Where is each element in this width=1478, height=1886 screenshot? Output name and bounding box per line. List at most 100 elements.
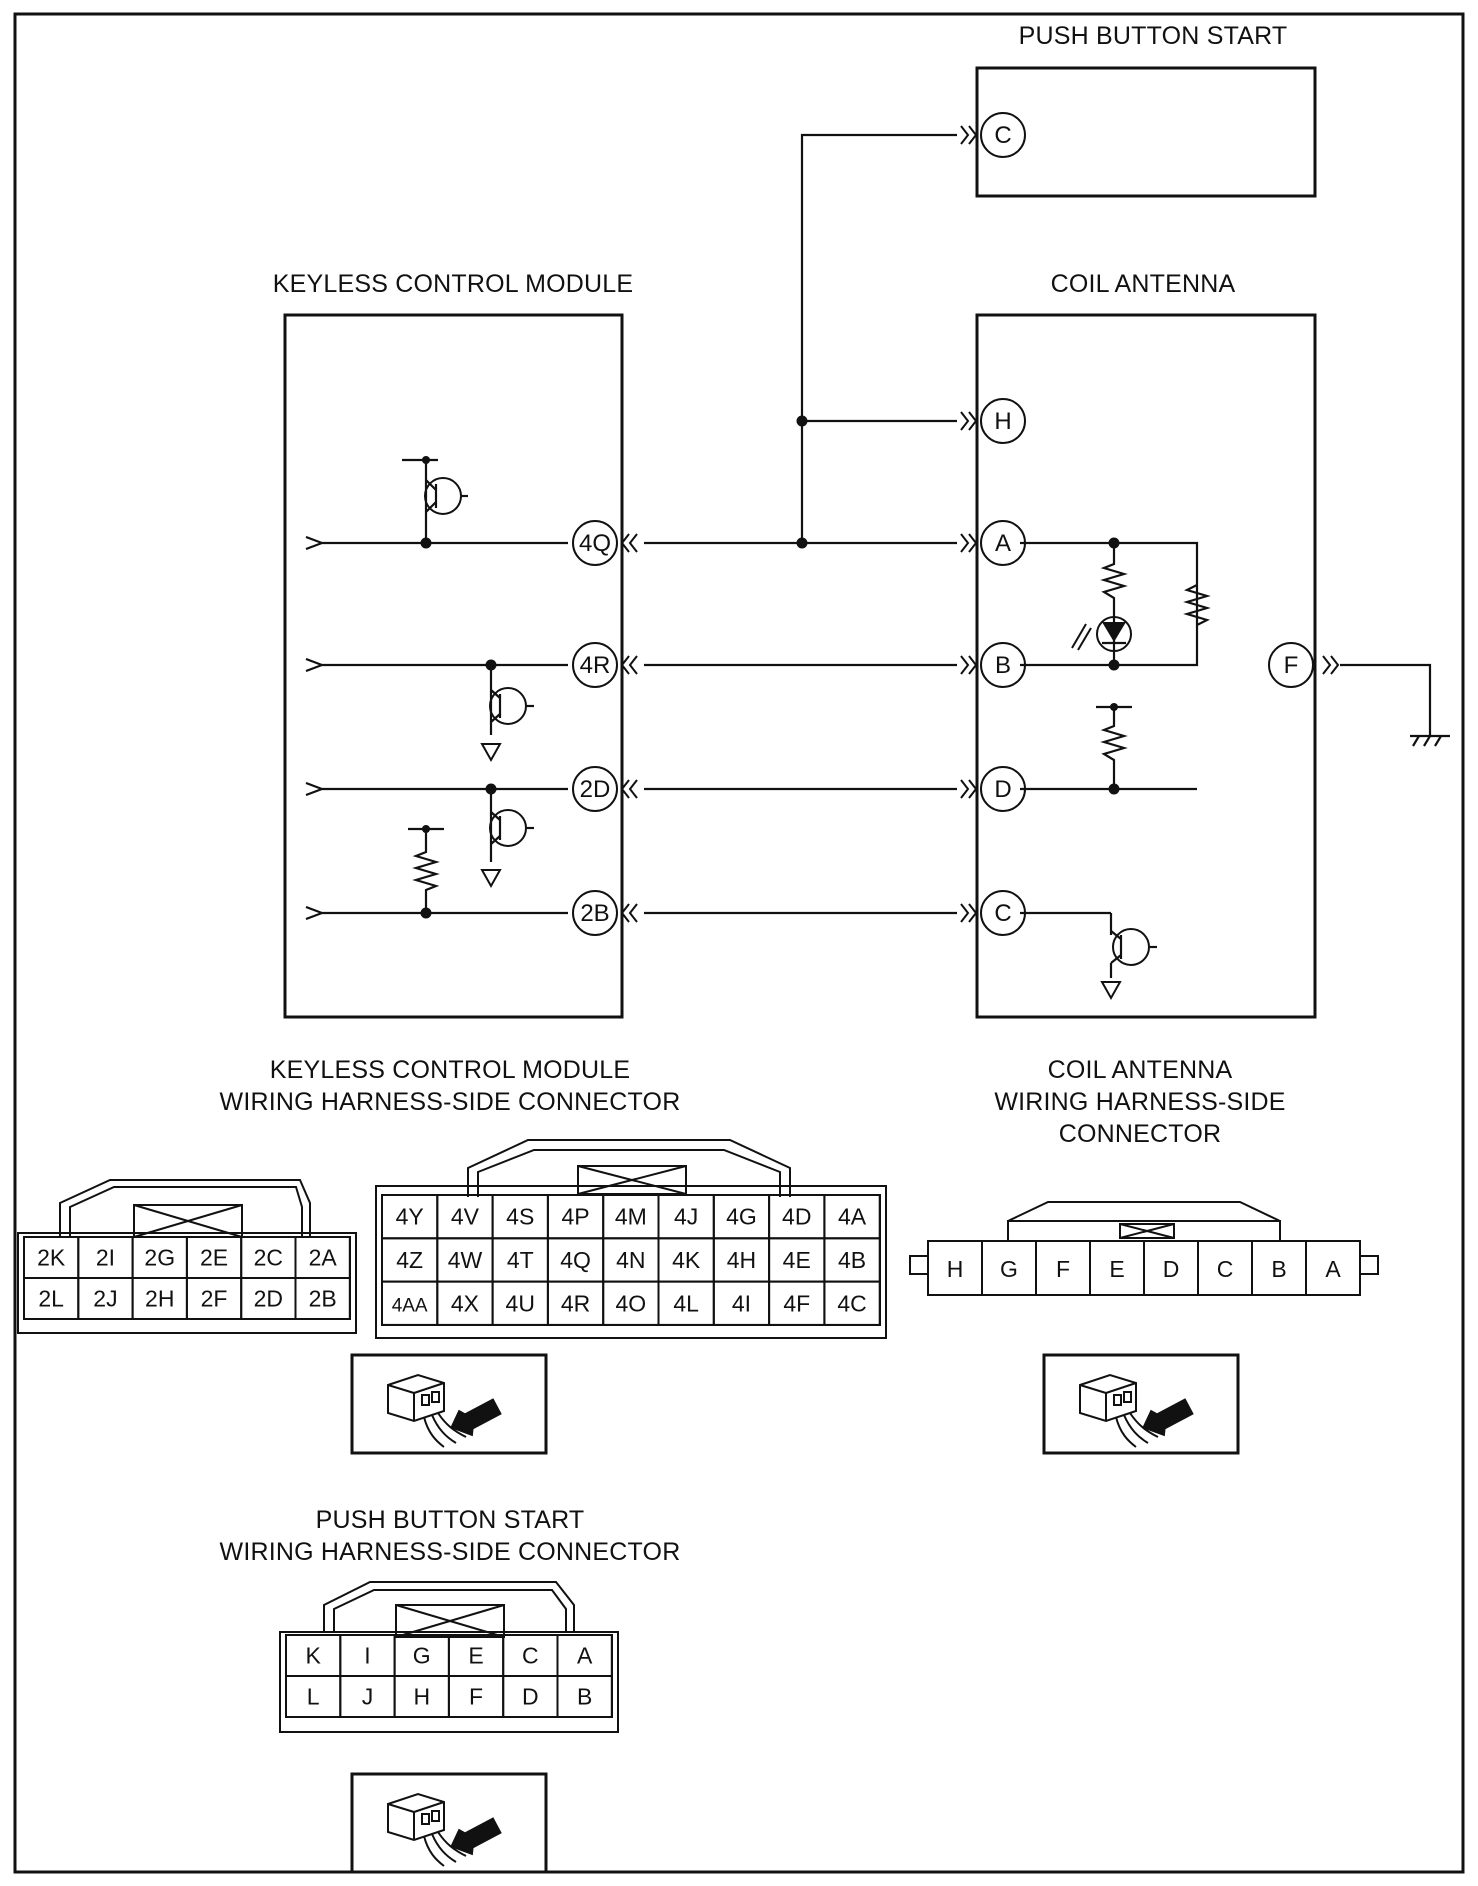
connector-pin-label: 2L (38, 1286, 64, 1312)
pin-f: F (1268, 642, 1340, 688)
pin-b: B (960, 642, 1026, 688)
connector-pin-label: 2A (309, 1245, 338, 1271)
connector-pin-label: 4E (783, 1247, 811, 1273)
diagram-border (13, 12, 1465, 1874)
connector-pin-label: 2E (200, 1245, 228, 1271)
connector-cell (823, 1280, 881, 1326)
connector-pin-label: 4O (616, 1290, 647, 1316)
connector-pin-label: 2J (93, 1286, 117, 1312)
pin-2d: 2D (572, 766, 638, 812)
push-connector-title-2: WIRING HARNESS-SIDE CONNECTOR (220, 1538, 681, 1566)
connector-pin-label: 2H (145, 1286, 174, 1312)
coil-connector-title-3: CONNECTOR (1059, 1120, 1221, 1148)
push-button-start-block (975, 66, 1317, 198)
connector-pin-label: 4V (451, 1204, 480, 1230)
connector-pin-label: 4C (837, 1290, 866, 1316)
module-pins: 4Q 4R 2D 2B (572, 520, 638, 936)
connector-pin-label: C (1217, 1256, 1234, 1282)
connector-pin-label: 4S (506, 1204, 534, 1230)
svg-text:4R: 4R (580, 652, 611, 679)
connector-pin-label: G (1000, 1256, 1018, 1282)
wires (322, 133, 1432, 913)
connector-pin-label: 4L (673, 1290, 699, 1316)
connector-pin-label: 4AA (392, 1295, 428, 1316)
connector-pin-label: 2I (96, 1245, 115, 1271)
pin-c-push: C (960, 112, 1026, 158)
connector-pin-label: 4P (561, 1204, 589, 1230)
pin-4q: 4Q (572, 520, 638, 566)
svg-text:F: F (1284, 652, 1299, 679)
connector-pin-label: 4Z (396, 1247, 423, 1273)
pin-4r: 4R (572, 642, 638, 688)
coil-antenna-block (975, 313, 1317, 1019)
connector-cell (556, 1675, 613, 1718)
connector-pin-label: E (1109, 1256, 1124, 1282)
pin-d: D (960, 766, 1026, 812)
push-button-pins: C (960, 112, 1026, 158)
connector-pin-label: 2K (37, 1245, 66, 1271)
connector-pin-label: L (307, 1684, 320, 1710)
keyless-connector-title-1: KEYLESS CONTROL MODULE (270, 1056, 631, 1084)
pin-h: H (960, 398, 1026, 444)
svg-text:C: C (994, 122, 1011, 149)
pin-2b: 2B (572, 890, 638, 936)
svg-text:4Q: 4Q (579, 530, 611, 557)
connector-pin-label: 4W (448, 1247, 483, 1273)
svg-text:A: A (995, 530, 1011, 557)
svg-text:2B: 2B (580, 900, 609, 927)
svg-text:C: C (994, 900, 1011, 927)
ground-icon (1410, 734, 1450, 747)
connector-view-icon (1042, 1353, 1240, 1455)
connector-pin-label: 4X (451, 1290, 479, 1316)
svg-text:H: H (994, 408, 1011, 435)
connector-pin-label: A (577, 1643, 593, 1669)
connector-pin-label: 4D (782, 1204, 811, 1230)
connector-pin-label: 4B (838, 1247, 866, 1273)
connector-pin-label: 4J (674, 1204, 698, 1230)
connector-cell (294, 1277, 351, 1320)
transistor-icon (1112, 928, 1150, 966)
connector-pin-label: 4Y (396, 1204, 424, 1230)
connector-pin-label: F (1056, 1256, 1070, 1282)
connector-pin-label: 2G (144, 1245, 175, 1271)
antenna-components (1071, 537, 1450, 1001)
connector-pin-label: 4T (507, 1247, 534, 1273)
connector-view-icon (350, 1353, 548, 1455)
connector-pin-label: H (413, 1684, 430, 1710)
connector-pin-label: G (413, 1643, 431, 1669)
connector-pin-label: D (522, 1684, 539, 1710)
keyless-module-title: KEYLESS CONTROL MODULE (273, 270, 634, 298)
svg-text:D: D (994, 776, 1011, 803)
connector-pin-label: K (305, 1643, 321, 1669)
module-components (402, 456, 534, 919)
keyless-connector-title-2: WIRING HARNESS-SIDE CONNECTOR (220, 1088, 681, 1116)
push-connector-title-1: PUSH BUTTON START (316, 1506, 585, 1534)
connector-pin-label: D (1163, 1256, 1180, 1282)
connector-pin-label: 2B (309, 1286, 337, 1312)
connector-pin-label: 4G (726, 1204, 757, 1230)
connector-pin-label: 4N (616, 1247, 645, 1273)
connector-pin-label: 4I (732, 1290, 751, 1316)
connector-pin-label: E (468, 1643, 483, 1669)
connector-pin-label: B (577, 1684, 592, 1710)
push-button-start-title: PUSH BUTTON START (1019, 22, 1288, 50)
connector-pin-label: A (1325, 1256, 1341, 1282)
coil-connector-title-1: COIL ANTENNA (1048, 1056, 1233, 1084)
connector-pin-label: H (947, 1256, 964, 1282)
connector-pin-label: I (364, 1643, 370, 1669)
antenna-pins: H A B D C F (960, 398, 1340, 936)
connector-pin-label: 4M (615, 1204, 647, 1230)
connector-pin-label: 2D (254, 1286, 283, 1312)
pin-c-antenna: C (960, 890, 1026, 936)
connector-cell (1305, 1240, 1361, 1296)
connector-view-icon (350, 1772, 548, 1874)
connector-pin-label: 2F (201, 1286, 228, 1312)
connector-pin-label: 4U (506, 1290, 535, 1316)
svg-text:B: B (995, 652, 1011, 679)
connector-pin-label: 4F (783, 1290, 810, 1316)
svg-text:2D: 2D (580, 776, 611, 803)
